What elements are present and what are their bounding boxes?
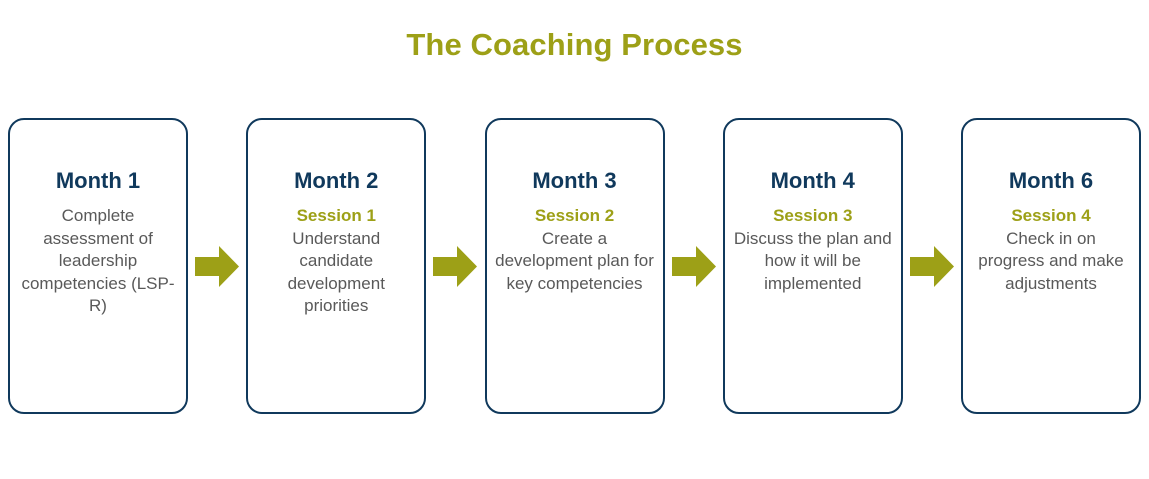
- step-body: Create a development plan for key compet…: [495, 228, 654, 293]
- step-session-label: Session 3: [773, 206, 853, 226]
- step-heading: Month 3: [532, 168, 617, 193]
- step-heading: Month 2: [294, 168, 379, 193]
- process-step-card-4[interactable]: Month 4 Session 3 Discuss the plan and h…: [722, 118, 903, 414]
- connector-1: [188, 118, 246, 414]
- process-step-card-1[interactable]: Month 1 Complete assessment of leadershi…: [8, 118, 188, 414]
- arrow-right-icon: [433, 245, 478, 287]
- step-body: Complete assessment of leadership compet…: [21, 206, 175, 316]
- process-step-card-2[interactable]: Month 2 Session 1 Understand candidate d…: [246, 118, 427, 414]
- process-flow: Month 1 Complete assessment of leadershi…: [8, 118, 1141, 414]
- step-session-label: Session 2: [534, 206, 615, 226]
- arrow-right-icon: [909, 245, 954, 287]
- connector-4: [903, 118, 961, 414]
- page-title: The Coaching Process: [406, 27, 743, 62]
- step-heading: Month 4: [770, 168, 855, 193]
- step-body: Discuss the plan and how it will be impl…: [733, 228, 892, 293]
- step-body: Understand candidate development priorit…: [287, 228, 385, 316]
- process-step-card-3[interactable]: Month 3 Session 2 Create a development p…: [484, 118, 665, 414]
- arrow-right-icon: [195, 245, 240, 287]
- process-step-card-5[interactable]: Month 6 Session 4 Check in on progress a…: [961, 118, 1141, 414]
- arrow-right-icon: [671, 245, 716, 287]
- step-session-label: Session 4: [1011, 206, 1091, 226]
- step-heading: Month 1: [55, 168, 141, 193]
- connector-2: [426, 118, 484, 414]
- connector-3: [665, 118, 723, 414]
- step-session-label: Session 1: [296, 206, 376, 226]
- step-body: Check in on progress and make adjustment…: [978, 228, 1124, 293]
- step-heading: Month 6: [1008, 168, 1094, 193]
